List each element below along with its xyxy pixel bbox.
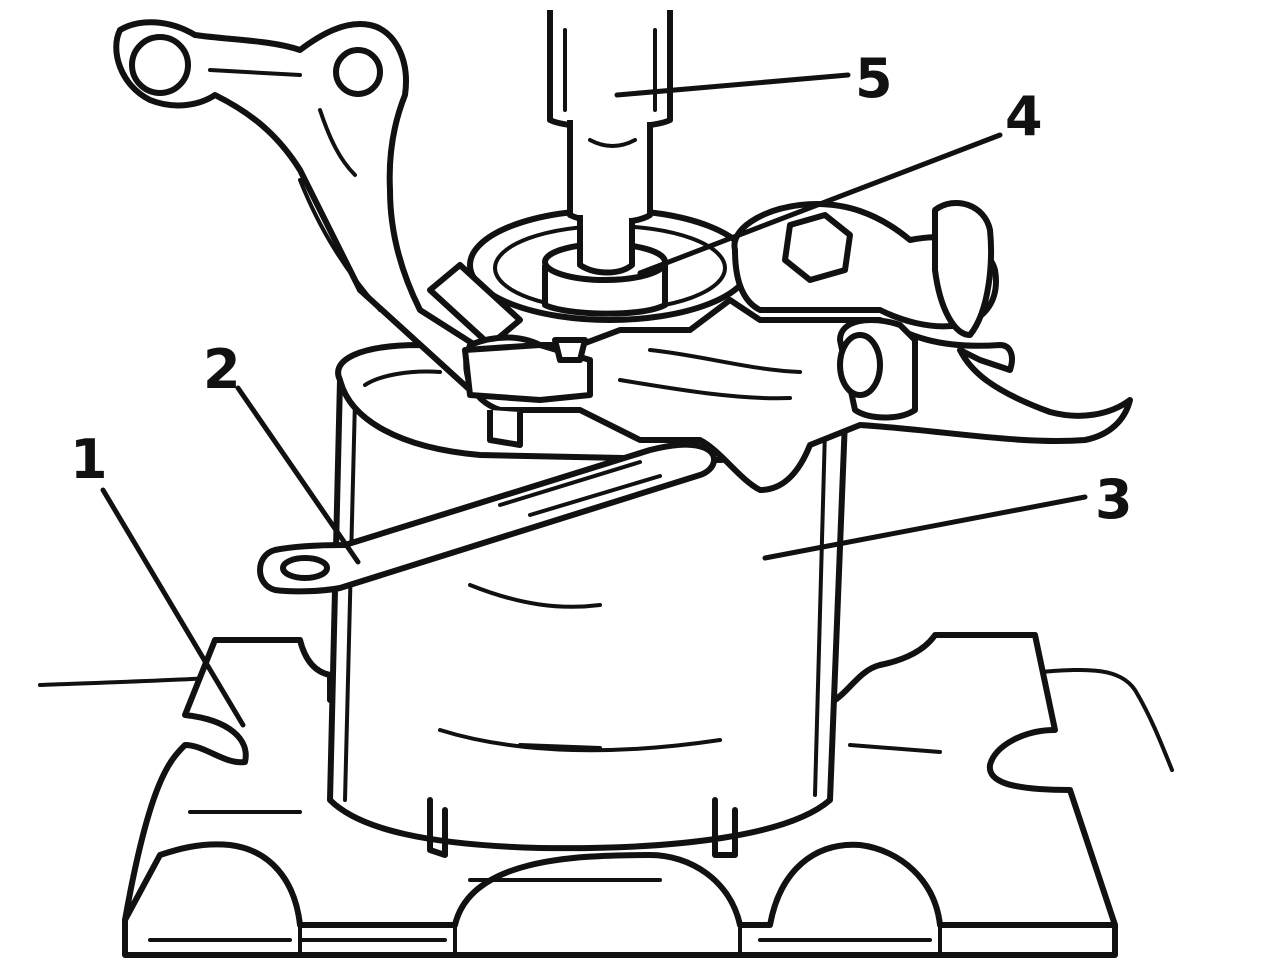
callouts: 1 2 3 4 5 — [70, 47, 1133, 531]
leader-4 — [637, 132, 1003, 276]
lever-tool — [257, 441, 717, 595]
press-ram — [547, 10, 673, 276]
leader-lines — [100, 72, 1088, 728]
press-cylinder — [327, 379, 848, 858]
leader-5 — [614, 72, 851, 98]
leader-1 — [100, 487, 246, 728]
leader-2 — [235, 385, 361, 565]
leader-3 — [762, 494, 1088, 561]
callout-4: 4 — [1005, 85, 1043, 148]
callout-5: 5 — [855, 47, 893, 110]
steering-knuckle — [113, 19, 1133, 493]
callout-1: 1 — [70, 428, 108, 491]
callout-2: 2 — [203, 338, 241, 401]
callout-3: 3 — [1095, 468, 1133, 531]
